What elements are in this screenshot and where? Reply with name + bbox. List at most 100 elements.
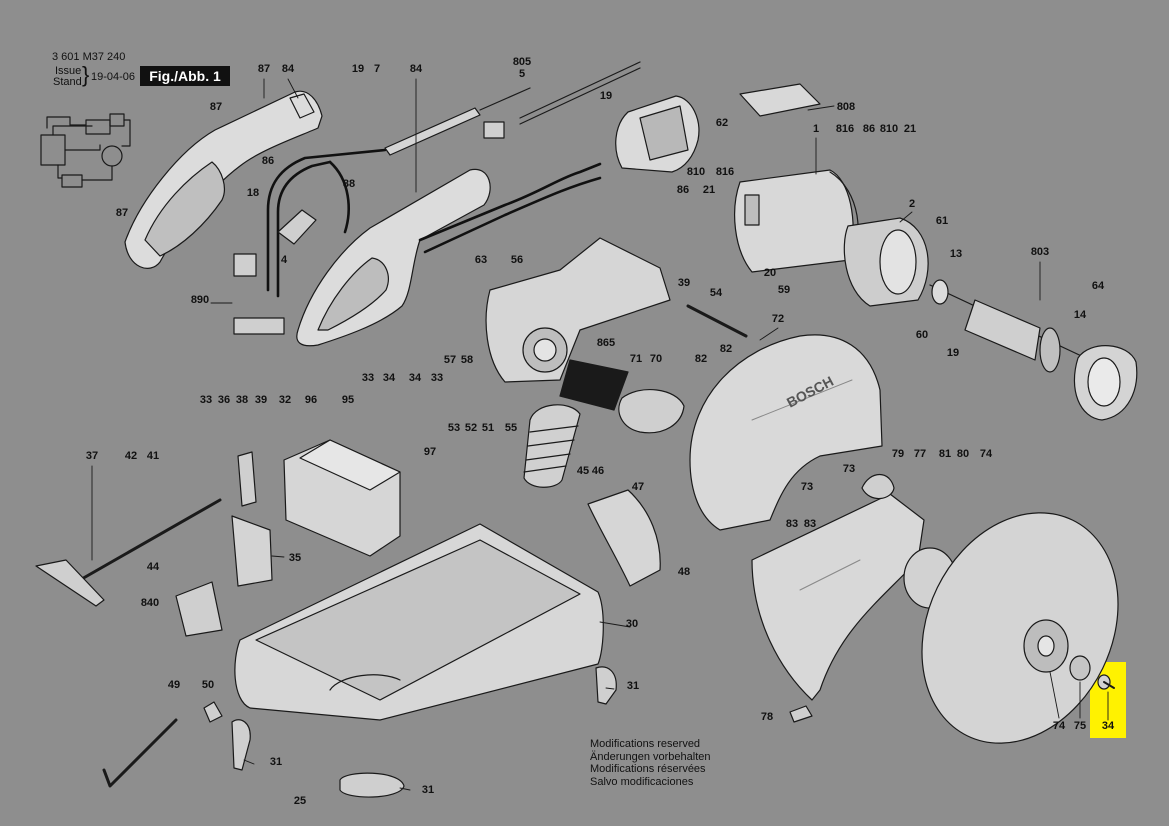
stand-label: Stand	[53, 76, 82, 88]
part-number-label: 86	[262, 155, 274, 167]
part-number-label: 816	[836, 123, 854, 135]
part-number-label: 7	[374, 63, 380, 75]
modifications-line-de: Änderungen vorbehalten	[590, 750, 711, 763]
cables	[266, 148, 602, 298]
cutting-disc	[921, 512, 1119, 744]
part-number-label: 57	[444, 354, 456, 366]
part-number-label: 88	[343, 178, 355, 190]
part-number-label: 45	[577, 465, 589, 477]
hex-key-holder	[203, 701, 223, 723]
nameplate	[739, 83, 821, 117]
part-number-label: 58	[461, 354, 473, 366]
part-number-label: 83	[786, 518, 798, 530]
part-number-label: 82	[695, 353, 707, 365]
part-number-label: 46	[592, 465, 604, 477]
filter-pad	[559, 359, 629, 411]
motor-end-cap	[1073, 345, 1138, 421]
part-number-label: 810	[687, 166, 705, 178]
field-coil	[843, 217, 929, 307]
part-number-label: 48	[678, 566, 690, 578]
part-number-label: 72	[772, 313, 784, 325]
part-number-label: 44	[147, 561, 160, 573]
part-number-label: 84	[282, 63, 295, 75]
dust-hose	[523, 404, 581, 488]
part-number-label: 14	[1074, 309, 1087, 321]
part-number-label: 87	[116, 207, 128, 219]
part-number-label: 21	[703, 184, 715, 196]
switch-assembly	[277, 209, 317, 245]
accessory-box	[283, 439, 401, 557]
handle-housing-left	[124, 90, 323, 269]
figure-label: Fig./Abb. 1	[140, 66, 230, 86]
part-number-label: 39	[255, 394, 267, 406]
motor-housing	[734, 169, 859, 273]
part-number-label: 18	[247, 187, 259, 199]
part-number-label: 1	[813, 123, 819, 135]
power-cord	[384, 61, 641, 156]
part-number-label: 87	[258, 63, 270, 75]
rubber-foot-left	[231, 719, 251, 771]
part-number-label: 54	[710, 287, 723, 299]
modifications-line-fr: Modifications réservées	[590, 763, 706, 775]
part-number-label: 805	[513, 56, 531, 68]
upper-blade-guard	[689, 334, 883, 531]
switch-part	[233, 253, 257, 277]
modifications-line-en: Modifications reserved	[590, 738, 701, 750]
knob	[861, 473, 895, 500]
modifications-line-es: Salvo modificaciones	[590, 775, 694, 788]
part-number-label: 84	[410, 63, 423, 75]
base-plate	[234, 523, 604, 798]
part-number-label: 52	[465, 422, 477, 434]
part-number-label: 95	[342, 394, 354, 406]
leader-lines	[91, 78, 1109, 791]
part-number-label: 77	[914, 448, 926, 460]
part-number-label: 25	[294, 795, 306, 807]
part-number-label: 49	[168, 679, 180, 691]
part-number-label: 20	[764, 267, 776, 279]
part-number-label: 34	[409, 372, 422, 384]
part-number-label: 71	[630, 353, 642, 365]
part-number-label: 37	[86, 450, 98, 462]
part-number-label: 39	[678, 277, 690, 289]
vise-pin	[237, 451, 257, 507]
part-number-label: 79	[892, 448, 904, 460]
part-number-label: 61	[936, 215, 948, 227]
part-number-label: 81	[939, 448, 951, 460]
part-number-label: 808	[837, 101, 855, 113]
flange-plate	[618, 389, 685, 434]
part-number-label: 73	[801, 481, 813, 493]
lower-blade-guard	[751, 493, 925, 701]
part-number-label: 82	[720, 343, 732, 355]
rubber-foot	[595, 666, 617, 705]
part-number-label: 21	[904, 123, 916, 135]
part-number-label: 19	[600, 90, 612, 102]
issue-brace: }	[82, 62, 90, 87]
part-number-label: 31	[627, 680, 639, 692]
part-number-label: 5	[519, 68, 525, 80]
shaft	[686, 304, 748, 338]
part-number-label: 86	[677, 184, 689, 196]
part-number-label: 33	[362, 372, 374, 384]
part-number-label: 33	[200, 394, 212, 406]
part-number-label: 51	[482, 422, 494, 434]
part-number-label: 816	[716, 166, 734, 178]
part-number-label: 59	[778, 284, 790, 296]
issue-label: Issue	[55, 65, 82, 77]
part-number-label: 55	[505, 422, 517, 434]
part-number-label: 74	[980, 448, 993, 460]
part-number-label: 83	[804, 518, 816, 530]
modifications-note: Modifications reserved Änderungen vorbeh…	[590, 738, 710, 788]
part-number-label: 2	[909, 198, 915, 210]
part-number-label: 31	[422, 784, 434, 796]
part-number-label: 19	[947, 347, 959, 359]
part-number-label: 38	[236, 394, 248, 406]
part-number-label: 74	[1053, 720, 1066, 732]
part-number-label: 30	[626, 618, 638, 630]
guard-stop	[789, 705, 813, 723]
cable-clamp	[233, 317, 285, 335]
armature	[929, 279, 1091, 373]
part-number-label: 96	[305, 394, 317, 406]
part-number-label: 4	[281, 254, 288, 266]
